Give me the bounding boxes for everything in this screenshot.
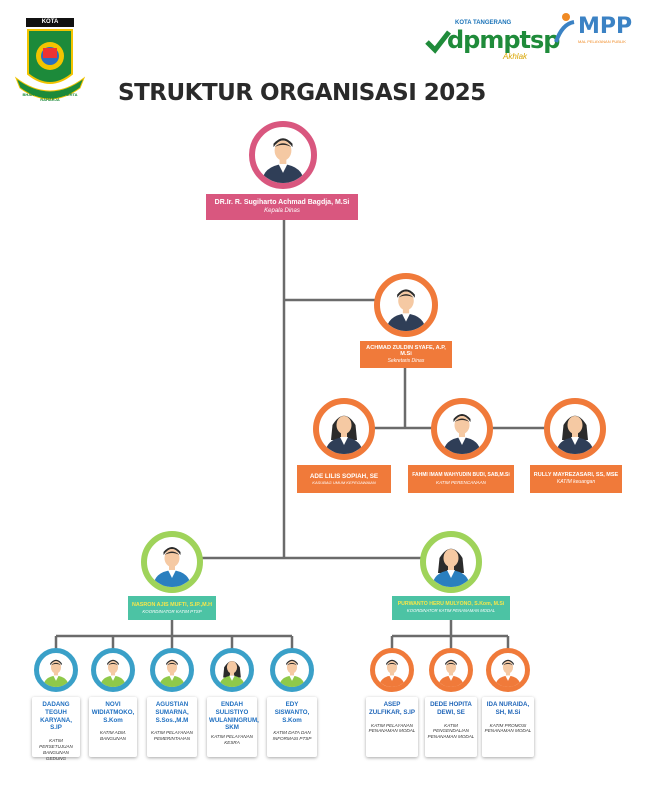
pm-staff-avatar [486,648,530,692]
head-card: DR.Ir. R. Sugiharto Achmad Bagdja, M.Si … [206,194,358,220]
ptsp-staff-avatar [150,648,194,692]
person-icon [325,415,363,454]
city-emblem-logo: KOTA TANGERANG BHAKTI KARYA ADHI KERTA R… [10,18,90,104]
person-icon [379,659,405,687]
ptsp-staff-role: KATIM PELAYANAN KESRA [211,734,253,745]
ptsp-staff-avatar [210,648,254,692]
dpmptsp-wordmark: dpmptsp [447,26,560,54]
sec-staff-avatar [431,398,493,460]
pm-staff-card: ASEP ZULFIKAR, S.IP KATIM PELAYANAN PENA… [366,697,418,757]
mpp-figure-icon [554,13,575,43]
person-icon [432,548,470,587]
person-icon [261,138,305,183]
sec-staff-avatar [544,398,606,460]
secretary-avatar [374,273,438,337]
pm-staff-role: KATIM PELAYANAN PENANAMAN MODAL [368,722,416,734]
mpp-wordmark: MPP [578,14,633,39]
ptsp-staff-card: AGUSTIAN SUMARNA, S.Sos.,M.M KATIM PELAY… [147,697,197,757]
coordinator-card: PURWANTO HERU MULYONO, S.Kom, M.Si KOORD… [392,596,510,620]
check-mark-icon [425,30,451,54]
sec-staff-role: KASUBAG UMUM KEPEGAWAIAN [312,479,376,485]
coordinator-name: PURWANTO HERU MULYONO, S.Kom, M.Si [397,601,505,608]
dpmptsp-city: KOTA TANGERANG [455,20,512,26]
dpmptsp-logo: KOTA TANGERANG dpmptsp Akhlak [425,20,560,66]
person-icon [159,659,185,687]
person-icon [438,659,464,687]
person-icon [443,414,481,454]
pm-staff-card: DEDE HOPITA DEWI, SE KATIM PENGENDALIAN … [425,697,477,757]
pm-staff-avatar [370,648,414,692]
sec-staff-name: FAHMI IMAM WAHYUDIN BUDI, SAB,M.Si [412,471,510,478]
coordinator-avatar [141,531,203,593]
person-icon [153,547,191,587]
sec-staff-avatar [313,398,375,460]
page-title: STRUKTUR ORGANISASI 2025 [118,80,486,106]
sec-staff-role: KATIM keuangan [556,478,596,485]
coordinator-role: KOORDINATOR KATIM PENANAMAN MODAL [406,608,496,614]
ptsp-staff-avatar [270,648,314,692]
sec-staff-name: RULLY MAYREZASARI, SS, MSE [533,472,619,479]
sec-staff-card: FAHMI IMAM WAHYUDIN BUDI, SAB,M.Si KATIM… [408,465,514,493]
coordinator-name: NASRON AJIS MUFTI, S.IP.,M.H [132,601,212,608]
pm-staff-avatar [429,648,473,692]
person-icon [556,415,594,454]
person-icon [386,289,426,331]
secretary-name: ACHMAD ZULDIN SYAFE, A.P, M.Si [366,344,446,358]
ptsp-staff-role: KATIM DATA DAN INFORMASI PTSP [272,730,312,742]
person-icon [43,659,69,687]
ptsp-staff-name: EDY SISWANTO, S.Kom [274,701,310,724]
sec-staff-role: KATIM PERENCANAAN [436,479,486,485]
ptsp-staff-name: NOVI WIDIATMOKO, S.Kom [91,701,135,724]
dpmptsp-tagline: Akhlak [503,52,528,61]
ptsp-staff-role: KATIM PELAYANAN PEMERINTAHAN [151,730,193,742]
sec-staff-name: ADE LILIS SOPIAH, SE [309,472,379,480]
pm-staff-name: ASEP ZULFIKAR, S.IP [368,701,416,716]
ptsp-staff-avatar [34,648,78,692]
ptsp-staff-card: DADANG TEGUH KARYANA, S.IP KATIM PERSETU… [32,697,80,761]
secretary-card: ACHMAD ZULDIN SYAFE, A.P, M.Si Sekretari… [360,341,452,368]
coordinator-avatar [420,531,482,593]
head-name: DR.Ir. R. Sugiharto Achmad Bagdja, M.Si [214,199,350,207]
head-role: Kepala Dinas [264,208,300,215]
mpp-logo: MPP MAL PELAYANAN PUBLIK [552,12,632,52]
ptsp-staff-card: ENDAH SULISTIYO WULANINGRUM, SKM KATIM P… [207,697,259,757]
ptsp-staff-card: NOVI WIDIATMOKO, S.Kom KATIM ADM. BANGUN… [89,697,137,757]
mpp-tagline: MAL PELAYANAN PUBLIK [578,39,626,44]
coordinator-card: NASRON AJIS MUFTI, S.IP.,M.H KOORDINATOR… [128,596,216,620]
pm-staff-role: KATIM PROMOSI PENANAMAN MODAL [484,722,532,734]
ptsp-staff-name: DADANG TEGUH KARYANA, S.IP [40,701,72,732]
ptsp-staff-name: ENDAH SULISTIYO WULANINGRUM, SKM [209,701,259,732]
coordinator-role: KOORDINATOR KATIM PTSP [142,609,202,615]
sec-staff-card: ADE LILIS SOPIAH, SE KASUBAG UMUM KEPEGA… [297,465,391,493]
pm-staff-role: KATIM PENGENDALIAN PENANAMAN MODAL [427,722,475,740]
head-avatar [249,121,317,189]
city-emblem-icon [14,29,86,100]
ptsp-staff-card: EDY SISWANTO, S.Kom KATIM DATA DAN INFOR… [267,697,317,757]
person-icon [100,659,126,687]
person-icon [219,660,245,687]
pm-staff-card: IDA NURAIDA, SH, M.Si KATIM PROMOSI PENA… [482,697,534,757]
pm-staff-name: IDA NURAIDA, SH, M.Si [486,701,530,716]
pm-staff-name: DEDE HOPITA DEWI, SE [430,701,472,716]
secretary-role: Sekretaris Dinas [387,357,425,364]
ptsp-staff-role: KATIM PERSETUJUAN BANGUNAN GEDUNG [39,738,73,761]
ptsp-staff-name: AGUSTIAN SUMARNA, S.Sos.,M.M [155,701,189,724]
sec-staff-card: RULLY MAYREZASARI, SS, MSE KATIM keuanga… [530,465,622,493]
person-icon [495,659,521,687]
ptsp-staff-avatar [91,648,135,692]
ptsp-staff-role: KATIM ADM. BANGUNAN [99,730,127,742]
person-icon [279,659,305,687]
city-motto: BHAKTI KARYA ADHI KERTA RAHARJA [22,92,78,102]
